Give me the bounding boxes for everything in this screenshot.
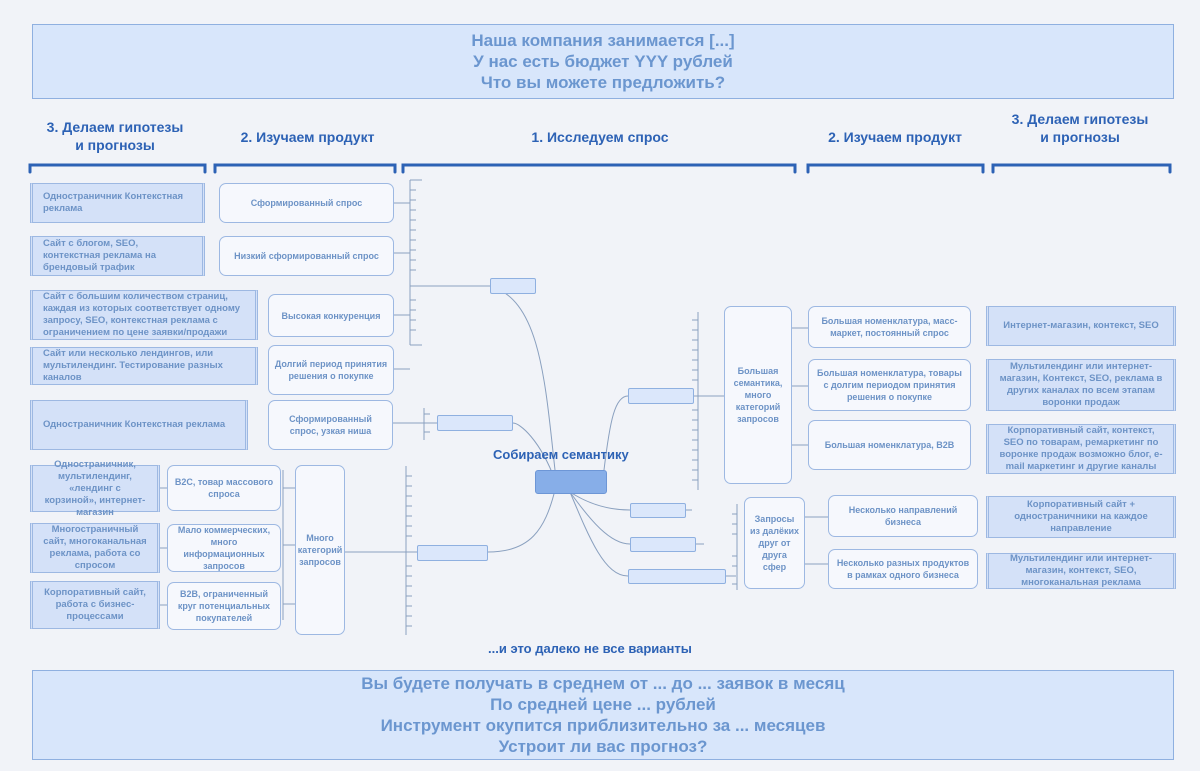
top-banner-line: Что вы можете предложить?: [480, 73, 726, 92]
demand-box: Много категорий запросов: [295, 465, 345, 635]
demand-box: Сформированный спрос: [219, 183, 394, 223]
bottom-banner-line: Инструмент окупится приблизительно за ..…: [380, 716, 826, 735]
demand-box: Низкий сформированный спрос: [219, 236, 394, 276]
product-box: B2C, товар массового спроса: [167, 465, 281, 511]
center-node: [535, 470, 607, 494]
hypothesis-box: Корпоративный сайт, контекст, SEO по тов…: [986, 424, 1176, 474]
header-left-hypotheses: 3. Делаем гипотезы и прогнозы: [46, 119, 184, 153]
product-box: Несколько направлений бизнеса: [828, 495, 978, 537]
branch-node: [490, 278, 536, 294]
hypothesis-box: Сайт с блогом, SEO, контекстная реклама …: [30, 236, 205, 276]
bottom-banner-line: По средней цене ... рублей: [490, 695, 716, 714]
bottom-banner: Вы будете получать в среднем от ... до .…: [32, 670, 1174, 760]
product-box: Большая номенклатура, товары с долгим пе…: [808, 359, 971, 411]
product-box: Большая номенклатура, масс-маркет, посто…: [808, 306, 971, 348]
branch-node: [628, 569, 726, 584]
product-box: Несколько разных продуктов в рамках одно…: [828, 549, 978, 589]
hypothesis-box: Сайт или несколько лендингов, или мульти…: [30, 347, 258, 385]
branch-node: [630, 503, 686, 518]
demand-box: Высокая конкуренция: [268, 294, 394, 337]
hypothesis-box: Мультилендинг или интернет-магазин, конт…: [986, 553, 1176, 589]
product-box: B2B, ограниченный круг потенциальных пок…: [167, 582, 281, 630]
bottom-banner-line: Вы будете получать в среднем от ... до .…: [361, 674, 845, 693]
demand-box: Запросы из далёких друг от друга сфер: [744, 497, 805, 589]
hypothesis-box: Интернет-магазин, контекст, SEO: [986, 306, 1176, 346]
product-box: Мало коммерческих, много информационных …: [167, 524, 281, 572]
product-box: Большая номенклатура, B2B: [808, 420, 971, 470]
demand-box: Большая семантика, много категорий запро…: [724, 306, 792, 484]
footnote: ...и это далеко не все варианты: [488, 641, 692, 656]
demand-box: Сформированный спрос, узкая ниша: [268, 400, 393, 450]
top-banner-line: У нас есть бюджет YYY рублей: [473, 52, 733, 71]
hypothesis-box: Корпоративный сайт + одностраничники на …: [986, 496, 1176, 538]
top-banner-line: Наша компания занимается [...]: [471, 31, 735, 50]
branch-node: [628, 388, 694, 404]
header-right-hypotheses: 3. Делаем гипотезы и прогнозы: [1011, 111, 1149, 145]
bottom-banner-line: Устроит ли вас прогноз?: [498, 737, 708, 756]
hypothesis-box: Мультилендинг или интернет-магазин, Конт…: [986, 359, 1176, 411]
branch-node: [417, 545, 488, 561]
center-label: Собираем семантику: [493, 447, 629, 462]
top-banner: Наша компания занимается [...] У нас ест…: [32, 24, 1174, 99]
hypothesis-box: Одностраничник Контекстная реклама: [30, 400, 248, 450]
hypothesis-box: Одностраничник Контекстная реклама: [30, 183, 205, 223]
branch-node: [437, 415, 513, 431]
hypothesis-box: Сайт с большим количеством страниц, кажд…: [30, 290, 258, 340]
header-center-demand: 1. Исследуем спрос: [531, 129, 669, 145]
hypothesis-box: Корпоративный сайт, работа с бизнес-проц…: [30, 581, 160, 629]
demand-box: Долгий период принятия решения о покупке: [268, 345, 394, 395]
hypothesis-box: Многостраничный сайт, многоканальная рек…: [30, 523, 160, 573]
branch-node: [630, 537, 696, 552]
hypothesis-box: Одностраничник, мультилендинг, «лендинг …: [30, 459, 160, 518]
header-right-product: 2. Изучаем продукт: [828, 129, 962, 145]
header-left-product: 2. Изучаем продукт: [240, 129, 375, 145]
